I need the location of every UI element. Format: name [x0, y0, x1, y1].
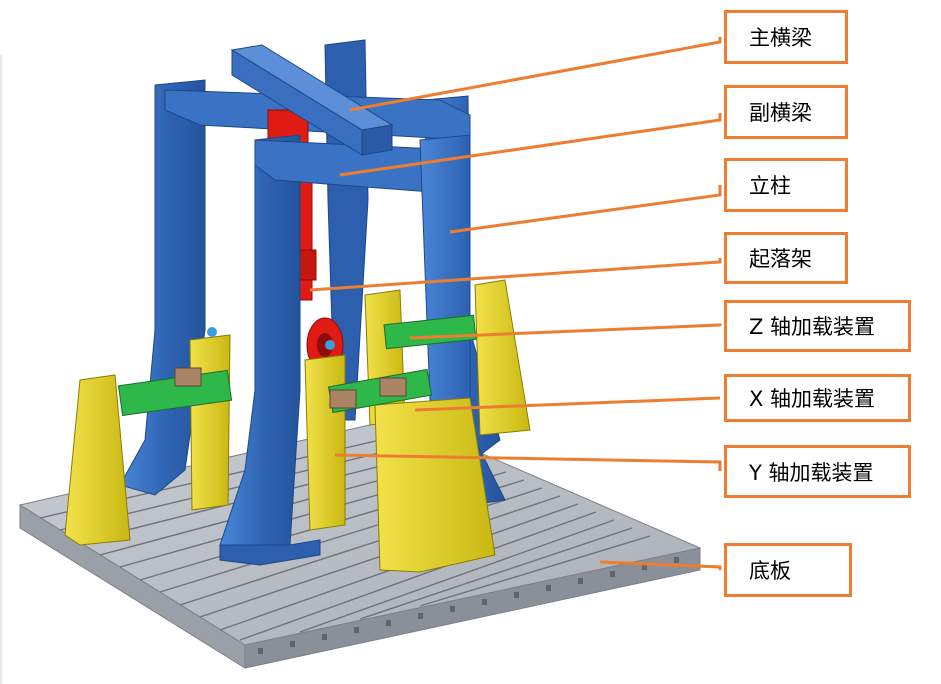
leader-lines	[309, 37, 722, 570]
label-sub-beam-text: 副横梁	[749, 101, 812, 125]
label-z-axis-loader-text: Z 轴加载装置	[749, 315, 876, 339]
label-base-plate: 底板	[724, 543, 852, 597]
label-main-beam: 主横梁	[724, 10, 848, 64]
label-column-text: 立柱	[749, 174, 791, 198]
label-landing-gear: 起落架	[724, 232, 848, 284]
label-main-beam-text: 主横梁	[749, 26, 812, 50]
actuators	[117, 314, 477, 417]
label-sub-beam: 副横梁	[724, 85, 848, 139]
label-base-plate-text: 底板	[749, 559, 791, 583]
label-x-axis-loader: X 轴加载装置	[724, 374, 911, 422]
base-plate-side-notches	[258, 557, 679, 654]
label-column: 立柱	[724, 158, 848, 212]
label-z-axis-loader: Z 轴加载装置	[724, 300, 911, 352]
label-landing-gear-text: 起落架	[749, 247, 812, 271]
label-y-axis-loader: Y 轴加载装置	[724, 445, 911, 498]
label-x-axis-loader-text: X 轴加载装置	[749, 387, 876, 411]
label-y-axis-loader-text: Y 轴加载装置	[749, 460, 874, 485]
